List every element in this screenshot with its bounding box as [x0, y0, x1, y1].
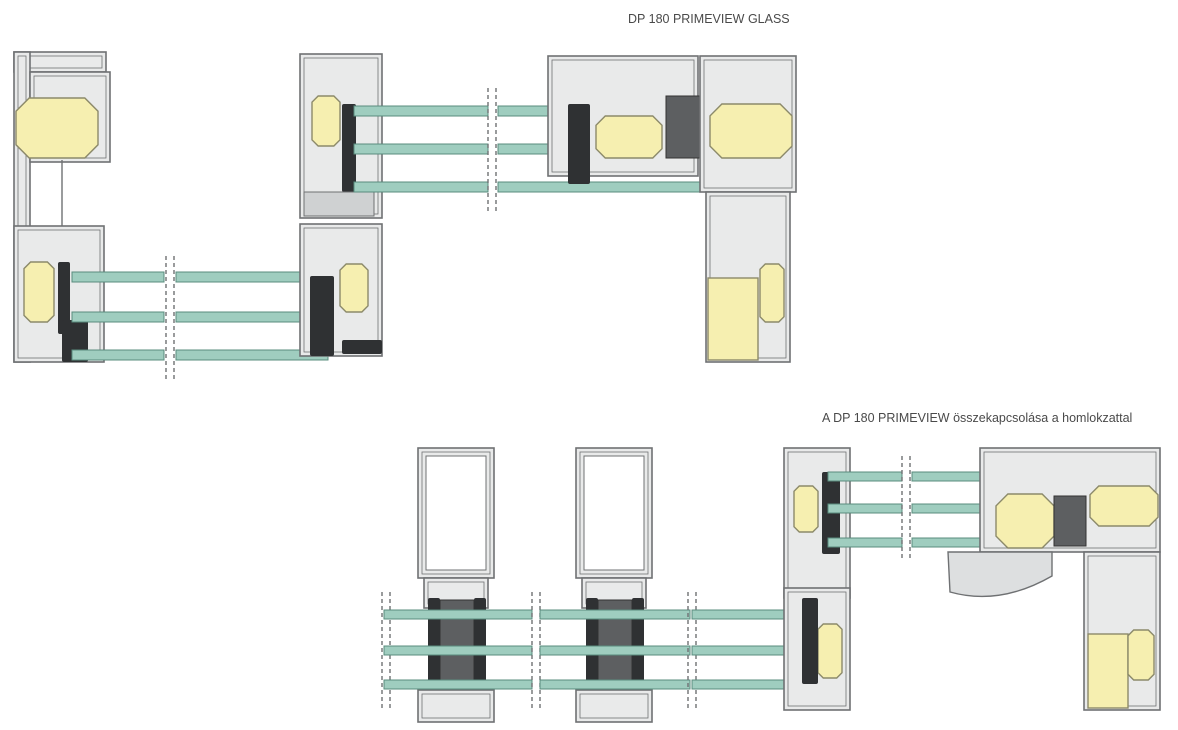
- bottom-right-insulation-frame: [1089, 485, 1159, 527]
- bottom-mullion-2-head-inner: [579, 451, 649, 575]
- top-upper-glass-left-2: [353, 143, 489, 155]
- top-center-gasket-upper: [342, 104, 356, 192]
- top-lower-glass-left-3: [71, 349, 165, 361]
- top-left-insulation-upper: [15, 97, 99, 159]
- bottom-drawing-caption: A DP 180 PRIMEVIEW összekapcsolása a hom…: [822, 411, 1133, 425]
- bottom-facade-glass-a-1: [383, 609, 533, 620]
- bottom-mullion-2-head-chamber: [583, 455, 645, 571]
- top-right-insulation-frame: [709, 103, 793, 159]
- top-center-hardware: [303, 191, 375, 217]
- bottom-mullion-1-gasket-right: [474, 598, 486, 690]
- bottom-upper-glass-left-3: [827, 537, 903, 548]
- bottom-insulation-upper: [793, 485, 819, 533]
- top-upper-glass-left-1: [353, 105, 489, 117]
- bottom-mullion-2-gasket-left: [586, 598, 598, 690]
- bottom-mullion-1-cap-inner: [421, 693, 491, 719]
- bottom-upper-glass-right-3: [911, 537, 981, 548]
- top-center-mullion-lower-inner: [303, 227, 379, 353]
- top-lower-glass-left-1: [71, 271, 165, 283]
- bottom-upper-glass-right-1: [911, 471, 981, 482]
- bottom-right-thermal-block: [1053, 495, 1087, 547]
- top-drawing-caption: DP 180 PRIMEVIEW GLASS: [628, 12, 790, 26]
- bottom-right-handle: [947, 551, 1053, 598]
- bottom-mullion-2-cap: [575, 689, 653, 723]
- top-center-bead: [342, 340, 382, 354]
- bottom-facade-glass-a-2: [383, 645, 533, 656]
- bottom-insulation-lower: [817, 623, 843, 679]
- bottom-connector-frame-lower-inner: [787, 591, 847, 707]
- top-center-insulation-upper: [311, 95, 341, 147]
- top-upper-glass-left-3: [353, 181, 489, 193]
- top-center-insulation-lower: [339, 263, 369, 313]
- bottom-upper-glass-left-1: [827, 471, 903, 482]
- bottom-right-insulation-block: [1087, 633, 1129, 709]
- bottom-mullion-1-cap: [417, 689, 495, 723]
- top-upper-glass-right-3: [497, 181, 721, 193]
- top-left-frame-lower-inner: [17, 229, 101, 359]
- top-lower-glass-left-2: [71, 311, 165, 323]
- bottom-right-insulation-sash: [995, 493, 1055, 549]
- bottom-mullion-1-gasket-left: [428, 598, 440, 690]
- top-left-insulation-lower: [23, 261, 55, 323]
- top-left-gasket: [58, 262, 70, 334]
- bottom-mullion-2-gasket-right: [632, 598, 644, 690]
- bottom-right-insulation-small: [1127, 629, 1155, 681]
- bottom-facade-glass-a-3: [383, 679, 533, 690]
- top-right-insulation-sash: [595, 115, 663, 159]
- bottom-upper-glass-right-2: [911, 503, 981, 514]
- bottom-connector-gasket-lower: [802, 598, 818, 684]
- bottom-mullion-1-head-inner: [421, 451, 491, 575]
- bottom-mullion-1-head-chamber: [425, 455, 487, 571]
- bottom-facade-glass-b-2: [539, 645, 691, 656]
- top-right-gasket: [568, 104, 590, 184]
- top-center-gasket-lower: [310, 276, 334, 356]
- bottom-mullion-2-cap-inner: [579, 693, 649, 719]
- top-right-insulation-small: [759, 263, 785, 323]
- bottom-facade-glass-b-1: [539, 609, 691, 620]
- bottom-upper-glass-left-2: [827, 503, 903, 514]
- bottom-facade-glass-b-3: [539, 679, 691, 690]
- top-right-insulation-block: [707, 277, 759, 361]
